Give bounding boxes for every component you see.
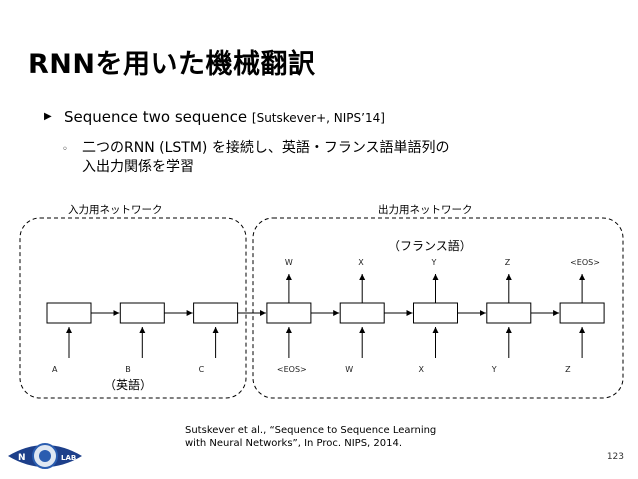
triangle-bullet-icon: ▶ <box>44 111 52 122</box>
input-token-label: X <box>419 365 425 374</box>
rnn-cell <box>413 302 458 324</box>
output-network-region <box>252 217 624 399</box>
logo-left-text: N <box>18 453 26 463</box>
logo-right-text: LAB <box>61 454 76 462</box>
french-language-label: （フランス語） <box>388 239 472 253</box>
sub-bullet-line-2: 入出力関係を学習 <box>82 159 194 175</box>
rnn-cell <box>339 302 385 324</box>
output-token-label: X <box>358 258 364 267</box>
input-token-label: Y <box>491 365 497 374</box>
output-network-label: 出力用ネットワーク <box>378 204 473 216</box>
output-token-label: Y <box>431 258 437 267</box>
output-token-label: W <box>285 258 293 267</box>
input-token-label: A <box>52 365 58 374</box>
slide-title: RNNを用いた機械翻訳 <box>28 49 316 80</box>
input-network-region <box>19 217 247 399</box>
rnn-cell <box>266 302 312 324</box>
circle-bullet-icon: ◦ <box>62 144 68 155</box>
page-number: 123 <box>606 452 624 462</box>
rnn-cell <box>46 302 92 324</box>
rnn-cell <box>119 302 165 324</box>
input-token-label: <EOS> <box>277 365 307 374</box>
rnn-cell <box>193 302 239 324</box>
input-token-label: W <box>345 365 353 374</box>
output-token-label: <EOS> <box>570 258 600 267</box>
input-token-label: Z <box>565 365 571 374</box>
citation-line-1: Sutskever et al., “Sequence to Sequence … <box>185 425 437 436</box>
sub-bullet-line-1: 二つのRNN (LSTM) を接続し、英語・フランス語単語列の <box>82 140 450 156</box>
citation: Sutskever et al., “Sequence to Sequence … <box>185 424 436 450</box>
rnn-cell <box>559 302 605 324</box>
input-token-label: C <box>199 365 205 374</box>
output-token-label: Z <box>505 258 511 267</box>
citation-line-2: with Neural Networks”, In Proc. NIPS, 20… <box>185 438 403 449</box>
bullet1-main-text: Sequence two sequence <box>64 108 252 126</box>
input-token-label: B <box>125 365 131 374</box>
bullet1-reference: [Sutskever+, NIPS’14] <box>251 111 385 125</box>
lab-logo: N LAB <box>8 443 82 469</box>
input-network-label: 入力用ネットワーク <box>68 204 163 216</box>
english-language-label: （英語） <box>104 378 153 392</box>
rnn-cell <box>486 302 532 324</box>
